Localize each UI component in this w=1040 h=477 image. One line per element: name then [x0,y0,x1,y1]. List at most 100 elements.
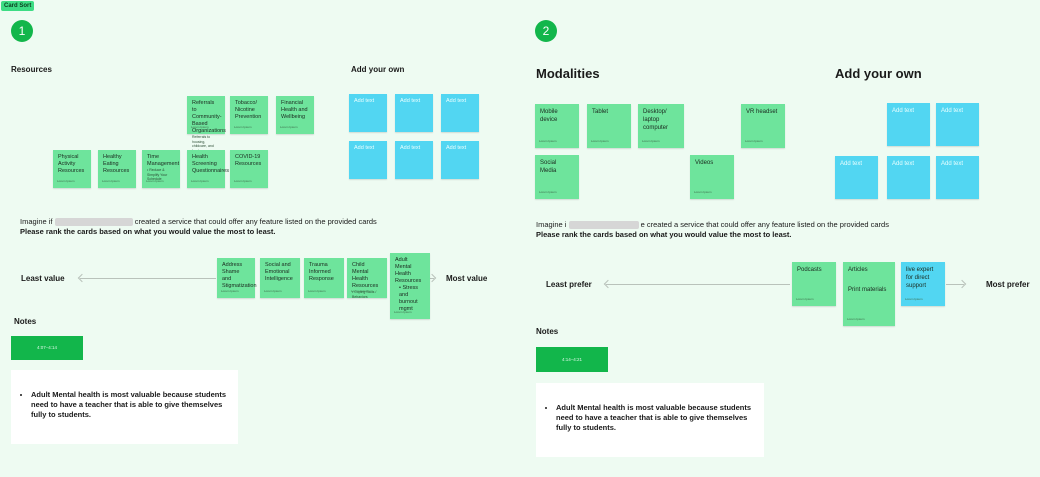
add-text-card[interactable]: Add text [349,141,387,179]
card-physical-activity[interactable]: Physical Activity Resources Lorem Ipsum [53,150,91,188]
add-text-label: Add text [840,161,863,167]
card-footer: Lorem Ipsum [308,289,326,293]
card-footer: Lorem Ipsum [234,125,252,129]
note-item: Adult Mental health is most valuable bec… [556,403,756,433]
redacted-text [54,218,133,227]
card-tablet[interactable]: Tablet Lorem Ipsum [587,104,631,148]
card-label: Tobacco/ Nicotine Prevention [235,100,262,120]
card-label: Videos [695,160,714,166]
add-your-own-title: Add your own [351,65,405,74]
prompt-end: e created a service that could offer any… [640,220,889,229]
add-text-card[interactable]: Add text [887,103,930,146]
card-footer: Lorem Ipsum [264,289,282,293]
card-time-management[interactable]: Time Management • Reduce & Simplify Your… [142,150,180,188]
add-text-label: Add text [446,145,467,151]
least-prefer-label: Least prefer [546,280,592,289]
add-text-card[interactable]: Add text [835,156,878,199]
card-financial-health[interactable]: Financial Health and Wellbeing Lorem Ips… [276,96,314,134]
add-text-label: Add text [400,145,421,151]
card-label: Adult Mental Health Resources [395,257,422,284]
prompt-start: Imagine i [536,220,567,229]
card-footer: Lorem Ipsum [745,139,763,143]
card-label: Referrals to Community-Based Organizatio… [192,100,226,134]
notes-timestamp: 4:07–4:14 [11,336,83,360]
card-label: Podcasts [797,267,822,273]
card-footer: Lorem Ipsum [642,139,660,143]
add-text-card[interactable]: Add text [936,156,979,199]
card-vr-headset[interactable]: VR headset Lorem Ipsum [741,104,785,148]
add-text-label: Add text [941,108,964,114]
card-footer: Lorem Ipsum [191,125,209,129]
card-footer: Lorem Ipsum [539,190,557,194]
card-referrals[interactable]: Referrals to Community-Based Organizatio… [187,96,226,153]
card-label: COVID-19 Resources [235,154,262,167]
ranked-card-podcasts[interactable]: Podcasts Lorem Ipsum [792,262,836,306]
card-label: Financial Health and Wellbeing [281,100,308,120]
ranked-card-child-mental-health[interactable]: Child Mental Health Resources • Coping S… [347,258,387,299]
card-label: live expert for direct support [906,267,934,289]
ranked-card-articles-print[interactable]: Articles Print materials Lorem Ipsum [843,262,895,326]
card-footer: Lorem Ipsum [539,139,557,143]
card-sublabel: • Reduce & Simplify Your Schedule [147,168,168,181]
card-footer: Lorem Ipsum [847,317,865,321]
card-label: Social Media [540,160,557,174]
redacted-text [568,221,639,230]
card-mobile-device[interactable]: Mobile device Lorem Ipsum [535,104,579,148]
card-desktop-laptop[interactable]: Desktop/ laptop computer Lorem Ipsum [638,104,684,148]
card-label-secondary: Print materials [848,287,887,293]
ranked-card-adult-mental-health[interactable]: Adult Mental Health Resources • Stress a… [390,253,430,319]
ranking-prompt-2: Imagine i e created a service that could… [536,220,956,240]
card-label: Desktop/ laptop computer [643,109,669,131]
card-label: Health Screening Questionnaires [192,154,229,174]
add-text-label: Add text [354,145,375,151]
card-health-screening[interactable]: Health Screening Questionnaires Lorem Ip… [187,150,229,188]
most-value-label: Most value [446,274,488,283]
note-item: Adult Mental health is most valuable bec… [31,390,230,420]
prompt-instruction: Please rank the cards based on what you … [20,227,276,236]
card-label: Physical Activity Resources [58,154,85,174]
card-label: Trauma Informed Response [309,262,334,282]
add-text-card[interactable]: Add text [936,103,979,146]
card-label: Time Management [147,154,180,167]
card-footer: Lorem Ipsum [351,289,369,293]
prompt-start: Imagine if [20,217,53,226]
card-videos[interactable]: Videos Lorem Ipsum [690,155,734,199]
card-tobacco[interactable]: Tobacco/ Nicotine Prevention Lorem Ipsum [230,96,268,134]
most-prefer-label: Most prefer [986,280,1030,289]
resources-title: Resources [11,65,52,74]
card-healthy-eating[interactable]: Healthy Eating Resources Lorem Ipsum [98,150,136,188]
add-text-label: Add text [892,161,915,167]
add-text-card[interactable]: Add text [395,141,433,179]
add-text-card[interactable]: Add text [349,94,387,132]
card-footer: Lorem Ipsum [694,190,712,194]
note-card-2[interactable]: Adult Mental health is most valuable bec… [536,383,764,457]
note-list: Adult Mental health is most valuable bec… [19,390,230,420]
card-footer: Lorem Ipsum [191,179,209,183]
ranking-prompt: Imagine if created a service that could … [20,217,420,237]
board-tag[interactable]: Card Sort [1,1,35,11]
card-social-media[interactable]: Social Media Lorem Ipsum [535,155,579,199]
card-bullet: • Stress and burnout mgmt [399,285,419,312]
note-card[interactable]: Adult Mental health is most valuable bec… [11,370,238,444]
card-sublabel: • Coping Skills / Behaviors [352,290,377,299]
card-footer: Lorem Ipsum [796,297,814,301]
ranked-card-trauma-informed[interactable]: Trauma Informed Response Lorem Ipsum [304,258,344,298]
step-two-badge: 2 [535,20,557,42]
card-label: VR headset [746,109,778,115]
ranked-card-shame-stigma[interactable]: Address Shame and Stigmatization Lorem I… [217,258,257,298]
ranked-card-social-emotional[interactable]: Social and Emotional Intelligence Lorem … [260,258,300,298]
add-text-card[interactable]: Add text [395,94,433,132]
card-footer: Lorem Ipsum [234,179,252,183]
notes-timestamp-2: 4:14–4:21 [536,347,608,372]
card-footer: Lorem Ipsum [221,289,239,293]
card-footer: Lorem Ipsum [905,297,923,301]
add-text-card[interactable]: Add text [441,141,479,179]
card-label: Address Shame and Stigmatization [222,262,257,289]
card-label: Child Mental Health Resources [352,262,379,289]
left-arrow-2 [606,284,790,285]
card-covid-resources[interactable]: COVID-19 Resources Lorem Ipsum [230,150,268,188]
ranked-card-live-expert[interactable]: live expert for direct support Lorem Ips… [901,262,945,306]
add-text-card[interactable]: Add text [887,156,930,199]
add-text-card[interactable]: Add text [441,94,479,132]
add-text-label: Add text [400,98,421,104]
